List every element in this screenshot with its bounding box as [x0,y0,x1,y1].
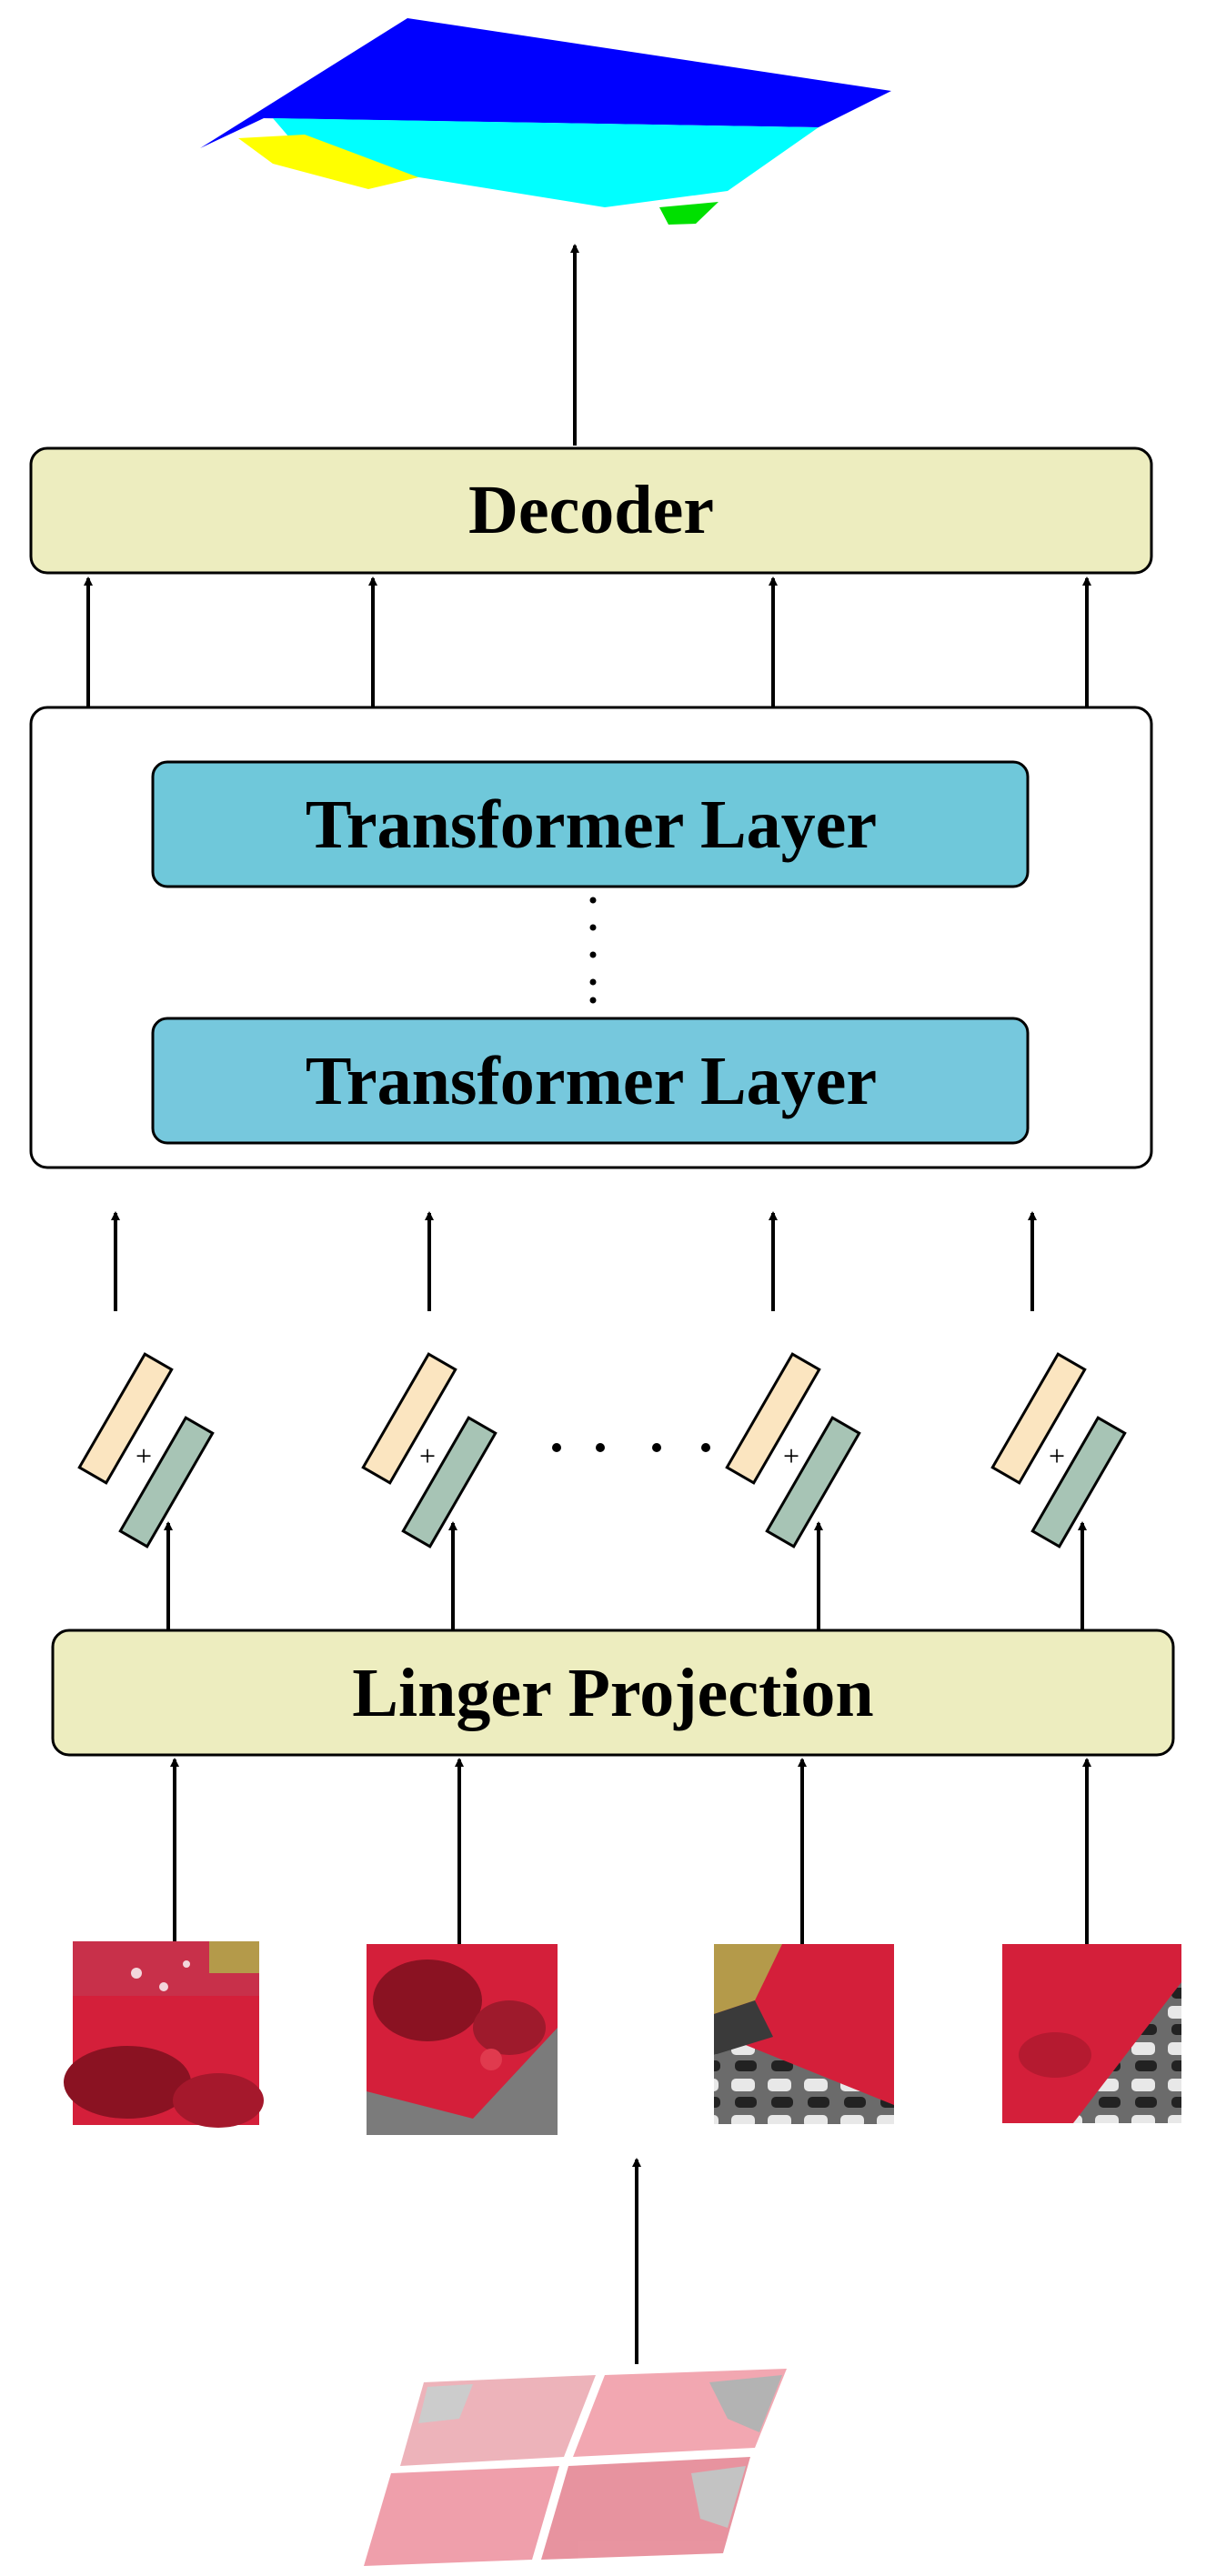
input-image-split [364,2369,787,2566]
arrows-projection-to-embeddings [164,1521,1087,1630]
arrows-embeddings-to-transformer [111,1211,1037,1311]
transformer-layer-bottom-label: Transformer Layer [306,1043,877,1119]
patch-embedding [118,1416,215,1549]
plus-symbol: + [783,1439,799,1472]
transformer-layer-top [151,760,1030,888]
arrows-patches-to-projection [170,1758,1091,1944]
embedding-token-2: + [361,1352,497,1549]
embedding-token-1: + [77,1352,215,1549]
segmentation-yellow-region [238,135,418,189]
segmentation-green-region [659,202,719,225]
arrows-transformer-to-decoder [84,576,1091,707]
decoder-box [29,446,1153,575]
decoder-label: Decoder [468,472,714,548]
segmentation-cyan-region [273,118,819,207]
transformer-layer-top-label: Transformer Layer [306,787,877,863]
embedding-token-3: + [725,1352,861,1549]
patch-embedding [401,1416,497,1549]
segmentation-output-map [200,18,891,225]
image-patch-4 [1002,1944,1181,2123]
image-patch-2 [367,1944,558,2135]
linger-projection-label: Linger Projection [352,1655,873,1731]
patch-embedding [765,1416,861,1549]
position-embedding [725,1352,821,1485]
position-embedding [77,1352,174,1485]
image-patch-3 [714,1944,894,2124]
vertical-ellipsis [589,897,597,1004]
image-patch-1 [64,1941,264,2128]
linger-projection-box [51,1629,1175,1757]
embedding-token-4: + [990,1352,1127,1549]
input-quadrant [364,2466,559,2566]
transformer-layer-bottom [151,1017,1030,1145]
plus-symbol: + [136,1439,152,1472]
segmentation-blue-region [200,18,891,148]
position-embedding [990,1352,1087,1485]
position-embedding [361,1352,457,1485]
plus-symbol: + [419,1439,436,1472]
horizontal-ellipsis [552,1443,710,1452]
patch-embedding [1030,1416,1127,1549]
plus-symbol: + [1049,1439,1065,1472]
